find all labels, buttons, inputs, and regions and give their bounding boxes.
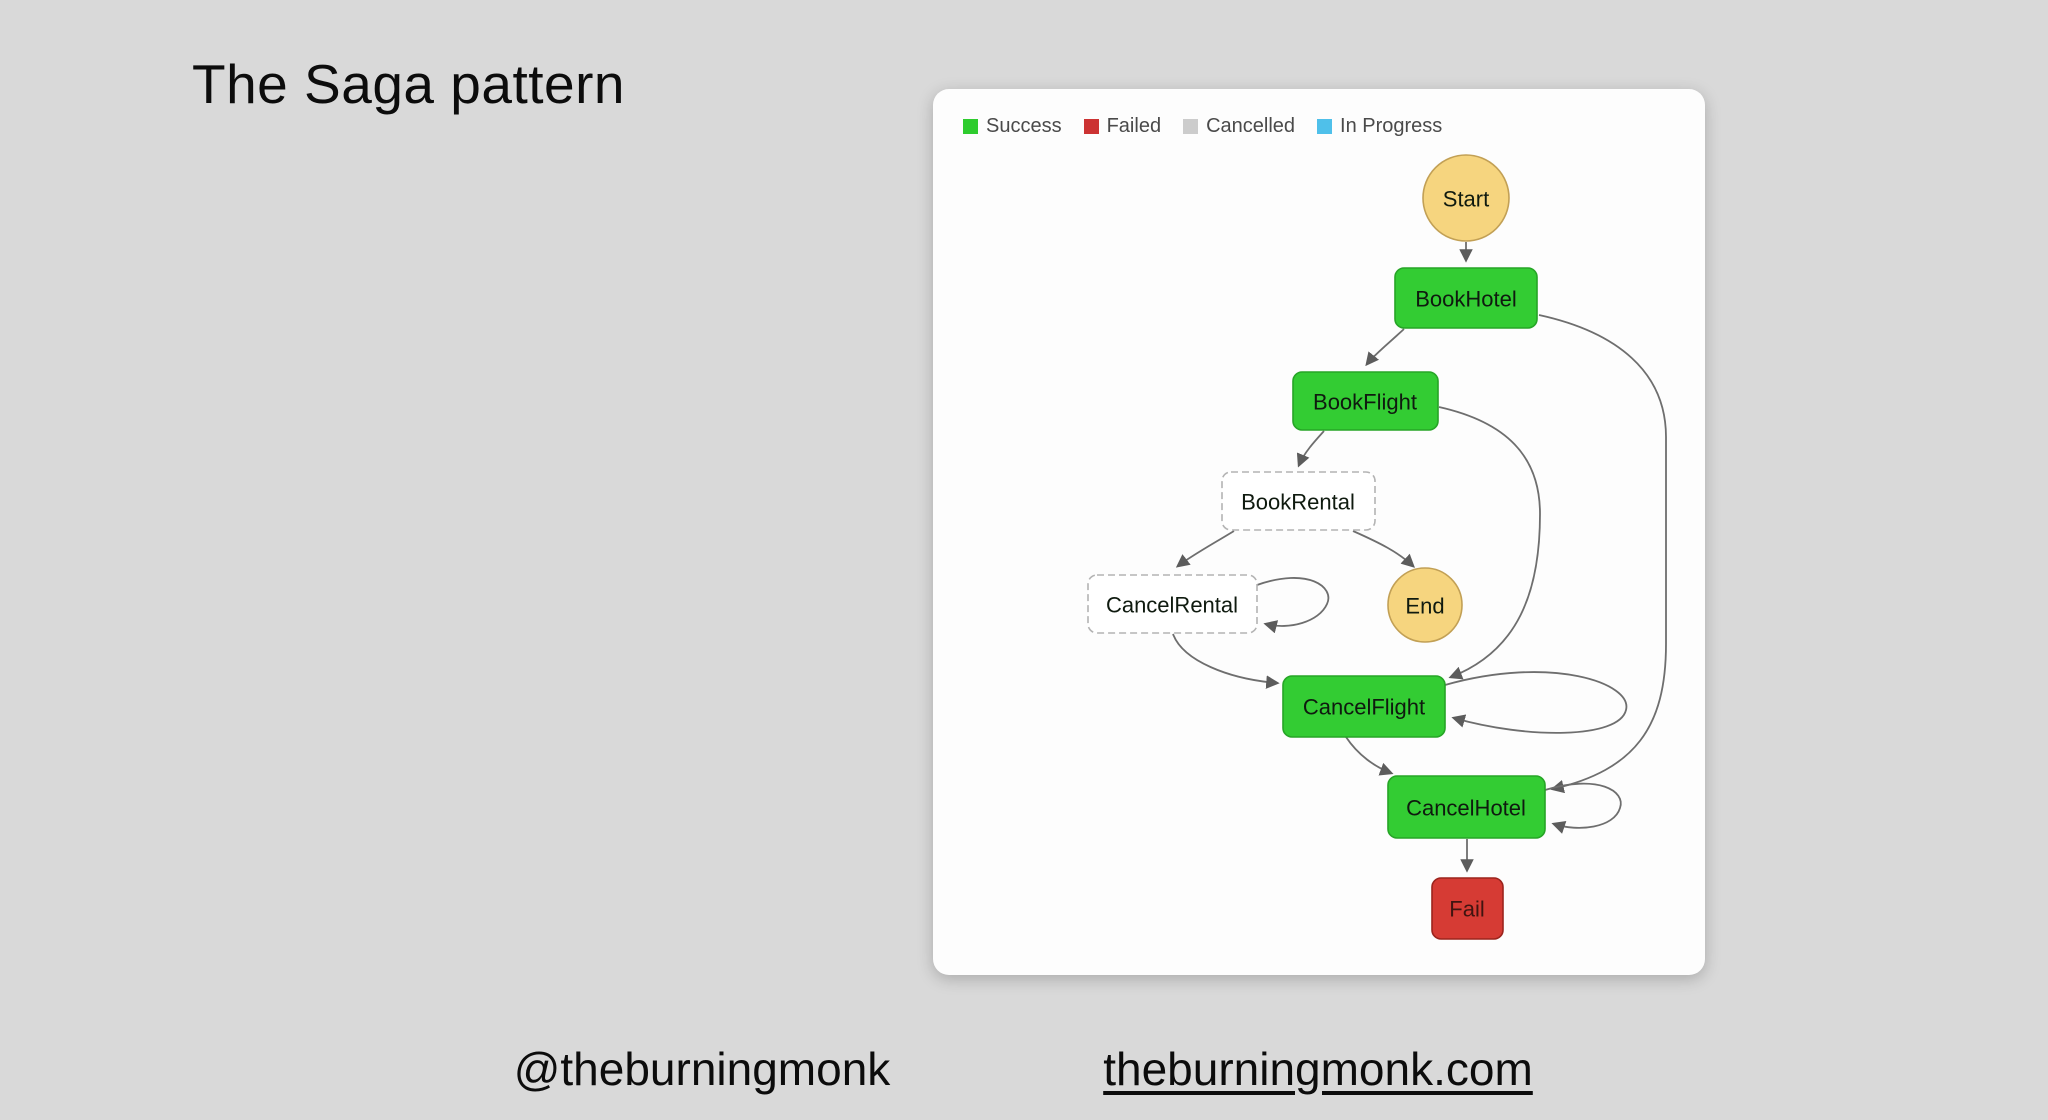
node-cancelhotel-label: CancelHotel bbox=[1406, 796, 1526, 821]
page-title: The Saga pattern bbox=[192, 53, 626, 115]
node-bookhotel-label: BookHotel bbox=[1415, 287, 1517, 312]
edge-bookrental-end bbox=[1352, 530, 1415, 568]
edge-bookflight-cancelflight bbox=[1438, 406, 1541, 680]
edge-cancelflight-cancelhotel bbox=[1345, 736, 1394, 776]
legend-item-success: Success bbox=[963, 115, 1062, 138]
node-cancelrental bbox=[1087, 574, 1258, 634]
node-bookhotel bbox=[1394, 267, 1538, 329]
edge-bookrental-cancelrental bbox=[1175, 530, 1235, 568]
node-cancelflight-label: CancelFlight bbox=[1303, 695, 1425, 720]
legend-item-in-progress: In Progress bbox=[1317, 115, 1442, 138]
node-cancelhotel bbox=[1387, 775, 1546, 839]
legend-label: Success bbox=[986, 115, 1062, 137]
node-fail bbox=[1431, 877, 1504, 940]
node-start-label: Start bbox=[1443, 187, 1489, 212]
edge-cancelrental-self-loop bbox=[1256, 577, 1330, 634]
node-end-label: End bbox=[1405, 594, 1444, 619]
node-bookrental bbox=[1221, 471, 1376, 531]
edge-bookhotel-cancelhotel bbox=[1538, 314, 1667, 794]
edge-bookflight-bookrental bbox=[1296, 430, 1325, 468]
website-link[interactable]: theburningmonk.com bbox=[1103, 1043, 1533, 1095]
node-cancelflight bbox=[1282, 675, 1446, 738]
state-machine-graph: Start BookHotel BookFlight BookRental Ca… bbox=[1087, 154, 1667, 940]
state-machine-panel: Success Failed Cancelled In Progress bbox=[933, 89, 1705, 975]
legend-label: Failed bbox=[1106, 115, 1162, 137]
in-progress-swatch-icon bbox=[1317, 119, 1333, 134]
node-bookflight-label: BookFlight bbox=[1313, 390, 1417, 415]
twitter-handle: @theburningmonk bbox=[513, 1043, 891, 1095]
edge-cancelhotel-self-loop bbox=[1544, 782, 1622, 834]
edge-cancelflight-self-loop bbox=[1444, 671, 1628, 734]
legend-item-failed: Failed bbox=[1083, 115, 1162, 138]
edge-bookhotel-bookflight bbox=[1365, 328, 1405, 367]
success-swatch-icon bbox=[963, 119, 978, 134]
failed-swatch-icon bbox=[1083, 119, 1099, 134]
legend-label: In Progress bbox=[1340, 115, 1443, 137]
node-start bbox=[1422, 154, 1510, 242]
node-end bbox=[1387, 567, 1463, 643]
status-legend: Success Failed Cancelled In Progress bbox=[963, 115, 1442, 138]
node-bookrental-label: BookRental bbox=[1241, 490, 1355, 515]
edge-cancelrental-cancelflight bbox=[1172, 633, 1280, 689]
cancelled-swatch-icon bbox=[1183, 119, 1199, 134]
node-bookflight bbox=[1292, 371, 1439, 431]
node-fail-label: Fail bbox=[1449, 897, 1484, 922]
legend-item-cancelled: Cancelled bbox=[1183, 115, 1295, 138]
legend-label: Cancelled bbox=[1206, 115, 1296, 137]
node-cancelrental-label: CancelRental bbox=[1106, 593, 1238, 618]
